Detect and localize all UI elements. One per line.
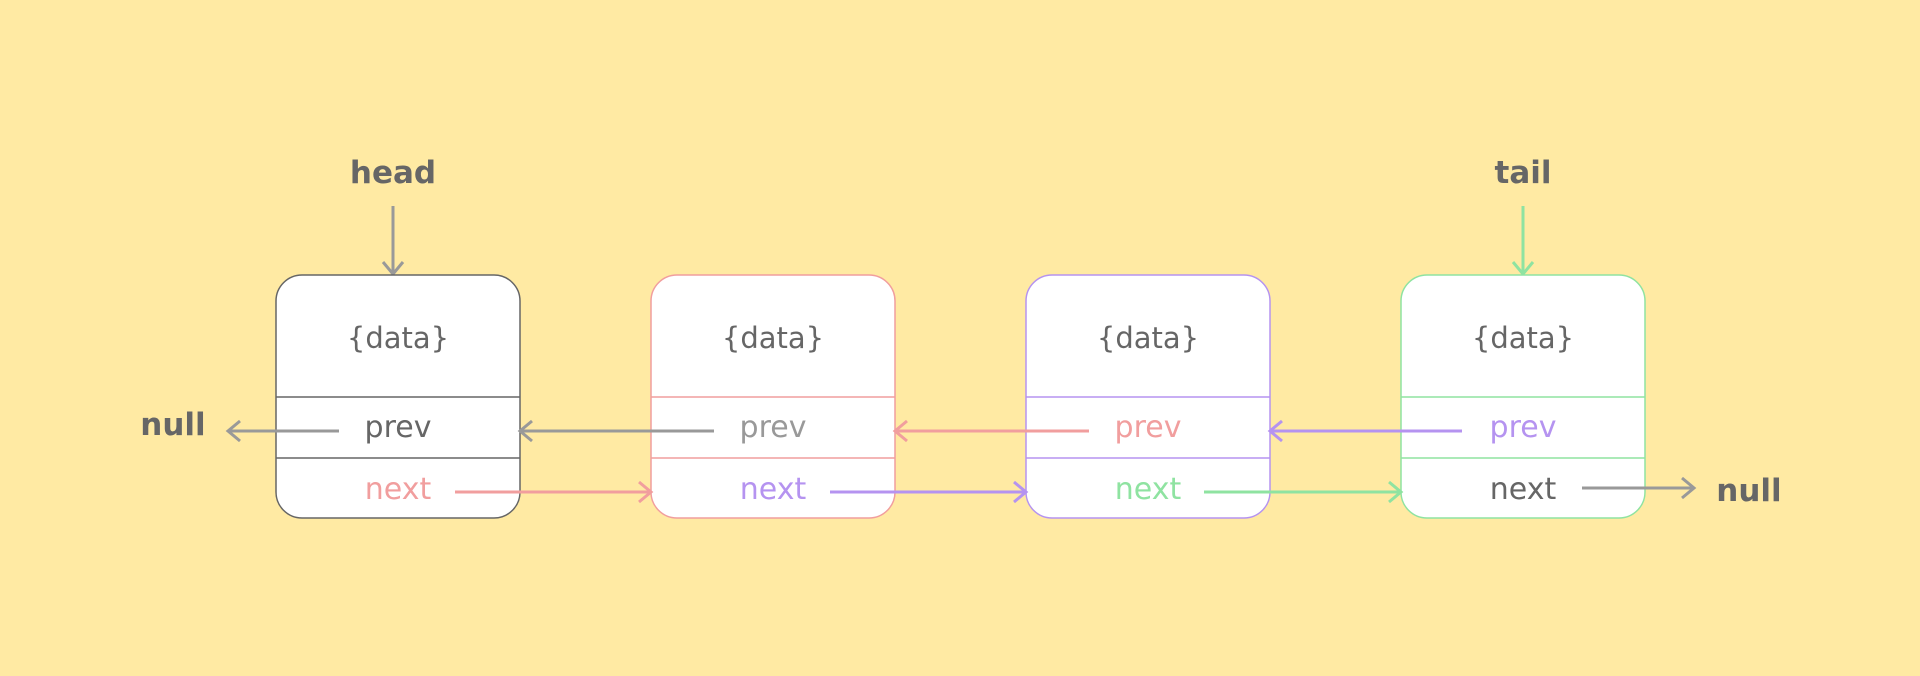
node-data-label: {data} — [1472, 321, 1574, 355]
next-arrow-node3-to-node4 — [1204, 480, 1404, 504]
head-pointer-arrow — [381, 206, 405, 277]
list-node-4: {data} prev next — [1400, 274, 1646, 519]
null-right-label: null — [1716, 473, 1781, 509]
list-node-3: {data} prev next — [1025, 274, 1271, 519]
prev-arrow-node4-to-node3 — [1267, 419, 1462, 443]
list-node-2: {data} prev next — [650, 274, 896, 519]
node-prev-label: prev — [365, 410, 432, 445]
node-prev-label: prev — [740, 410, 807, 445]
tail-label: tail — [1495, 155, 1552, 191]
node-data-label: {data} — [1097, 321, 1199, 355]
node-prev-label: prev — [1490, 410, 1557, 445]
next-arrow-node1-to-node2 — [455, 480, 654, 504]
prev-arrow-node3-to-node2 — [892, 419, 1089, 443]
tail-pointer-arrow — [1511, 206, 1535, 277]
prev-arrow-to-null — [225, 419, 339, 443]
node-next-label: next — [1490, 472, 1557, 507]
null-left-label: null — [140, 407, 205, 443]
node-data-label: {data} — [347, 321, 449, 355]
next-arrow-to-null — [1582, 476, 1697, 500]
next-arrow-node2-to-node3 — [830, 480, 1029, 504]
node-prev-label: prev — [1115, 410, 1182, 445]
node-data-label: {data} — [722, 321, 824, 355]
prev-arrow-node2-to-node1 — [517, 419, 714, 443]
node-next-label: next — [365, 472, 432, 507]
node-next-label: next — [740, 472, 807, 507]
list-node-1: {data} prev next — [275, 274, 521, 519]
head-label: head — [350, 155, 436, 191]
node-next-label: next — [1115, 472, 1182, 507]
